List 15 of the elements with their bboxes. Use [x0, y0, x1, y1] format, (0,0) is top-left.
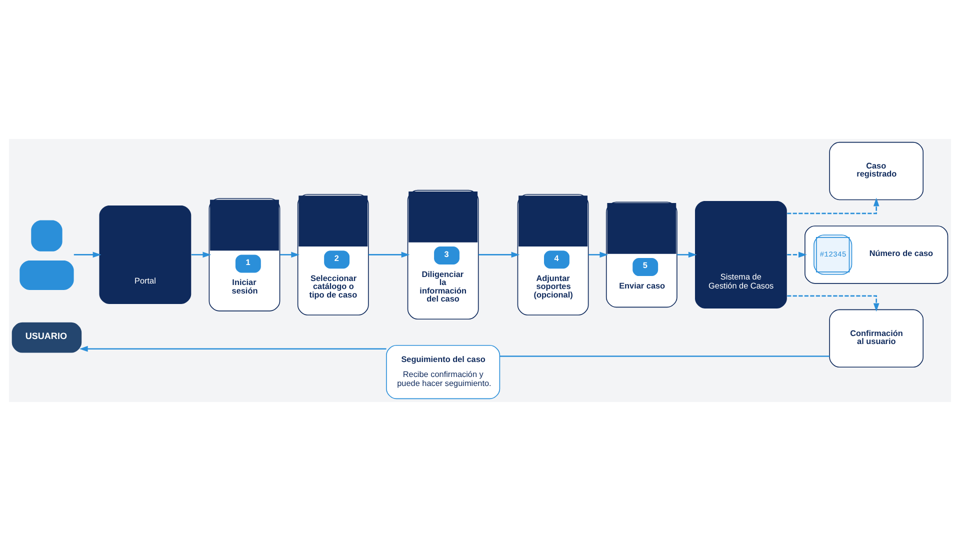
- connector: [500, 356, 830, 357]
- arrow: [787, 252, 807, 258]
- node-box: Portal: [99, 205, 192, 304]
- node-box: USUARIO: [12, 322, 82, 353]
- arrow: [787, 198, 880, 214]
- arrow: [280, 252, 300, 258]
- arrow: [588, 252, 608, 258]
- arrow: [79, 346, 386, 352]
- arrow: [787, 295, 880, 312]
- node-box: Sistema de Gestión de Casos: [695, 200, 787, 308]
- arrow: [191, 252, 212, 258]
- arrow: [676, 252, 697, 258]
- arrow: [368, 252, 410, 258]
- arrow: [74, 252, 102, 258]
- arrow: [478, 252, 520, 258]
